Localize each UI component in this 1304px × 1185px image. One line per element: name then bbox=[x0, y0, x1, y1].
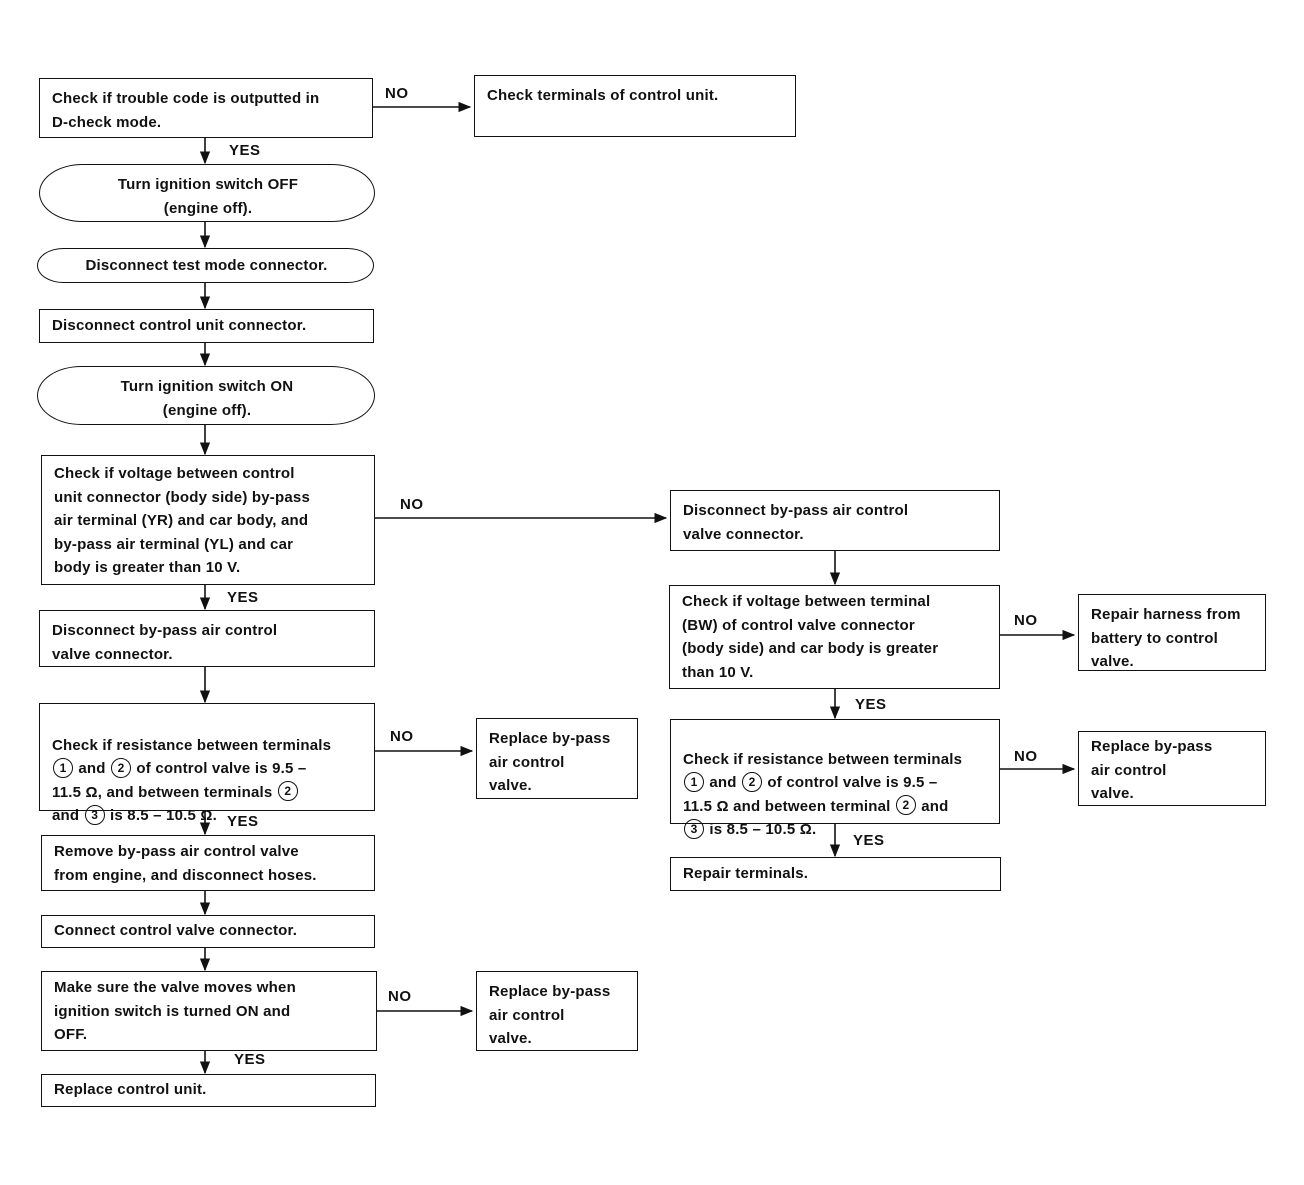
resistance-text: and bbox=[78, 760, 106, 777]
resistance-text: and bbox=[921, 797, 949, 815]
turn-ignition-on-terminal: Turn ignition switch ON (engine off). bbox=[37, 366, 375, 425]
terminal-3-circle: 3 bbox=[684, 818, 704, 839]
right-replace-bypass-valve-box: Replace by-pass air control valve. bbox=[1078, 731, 1266, 806]
check-voltage-bw-box: Check if voltage between terminal (BW) o… bbox=[669, 585, 1000, 689]
connect-control-valve-connector-box: Connect control valve connector. bbox=[41, 915, 375, 948]
repair-terminals-box: Repair terminals. bbox=[670, 857, 1001, 891]
check-resistance-box: Check if resistance between terminals 1 … bbox=[39, 703, 375, 825]
disconnect-control-unit-connector-box: Disconnect control unit connector. bbox=[39, 309, 374, 343]
remove-bypass-valve-box: Remove by-pass air control valve from en… bbox=[41, 835, 375, 891]
check-trouble-code-box: Check if trouble code is outputted in D-… bbox=[39, 78, 373, 138]
resistance-text: and bbox=[52, 807, 80, 824]
check-terminals-control-unit-box: Check terminals of control unit. bbox=[474, 75, 796, 137]
yes-label: YES bbox=[853, 832, 885, 849]
resistance-text: 11.5 Ω, and between terminals bbox=[52, 783, 273, 801]
no-label: NO bbox=[390, 728, 414, 745]
repair-harness-box: Repair harness from battery to control v… bbox=[1078, 594, 1266, 671]
check-voltage-control-unit-box: Check if voltage between control unit co… bbox=[41, 455, 375, 585]
no-label: NO bbox=[1014, 748, 1038, 765]
terminal-1-circle: 1 bbox=[53, 757, 73, 778]
yes-label: YES bbox=[227, 813, 259, 830]
disconnect-test-mode-terminal: Disconnect test mode connector. bbox=[37, 248, 374, 283]
right-check-resistance-box: Check if resistance between terminals 1 … bbox=[670, 719, 1000, 839]
resistance-text: is 8.5 – 10.5 Ω. bbox=[709, 821, 817, 838]
resistance-text: of control valve is 9.5 – bbox=[136, 760, 307, 777]
resistance-text: and bbox=[709, 774, 737, 791]
resistance-text: Check if resistance between terminals bbox=[683, 750, 963, 768]
terminal-1-circle: 1 bbox=[684, 771, 704, 792]
terminal-2-circle: 2 bbox=[111, 757, 132, 778]
replace-bypass-valve-box-1: Replace by-pass air control valve. bbox=[476, 718, 638, 799]
yes-label: YES bbox=[855, 696, 887, 713]
resistance-text: 11.5 Ω and between terminal bbox=[683, 797, 891, 815]
terminal-3-circle: 3 bbox=[84, 804, 105, 825]
replace-control-unit-box: Replace control unit. bbox=[41, 1074, 376, 1107]
turn-ignition-off-terminal: Turn ignition switch OFF (engine off). bbox=[39, 164, 375, 222]
no-label: NO bbox=[1014, 612, 1038, 629]
no-label: NO bbox=[385, 85, 409, 102]
no-label: NO bbox=[400, 496, 424, 513]
yes-label: YES bbox=[227, 589, 259, 606]
resistance-text: is 8.5 – 10.5 Ω. bbox=[110, 807, 217, 824]
resistance-line-1: Check if resistance between terminals bbox=[52, 736, 332, 754]
make-sure-valve-moves-box: Make sure the valve moves when ignition … bbox=[41, 971, 377, 1051]
no-label: NO bbox=[388, 988, 412, 1005]
replace-bypass-valve-box-2: Replace by-pass air control valve. bbox=[476, 971, 638, 1051]
terminal-2-circle: 2 bbox=[742, 771, 763, 792]
disconnect-bypass-connector-box: Disconnect by-pass air control valve con… bbox=[39, 610, 375, 667]
terminal-2-circle: 2 bbox=[277, 781, 298, 802]
resistance-text: of control valve is 9.5 – bbox=[767, 774, 938, 791]
yes-label: YES bbox=[229, 142, 261, 159]
yes-label: YES bbox=[234, 1051, 266, 1068]
terminal-2-circle: 2 bbox=[895, 795, 916, 816]
right-disconnect-bypass-connector-box: Disconnect by-pass air control valve con… bbox=[670, 490, 1000, 551]
